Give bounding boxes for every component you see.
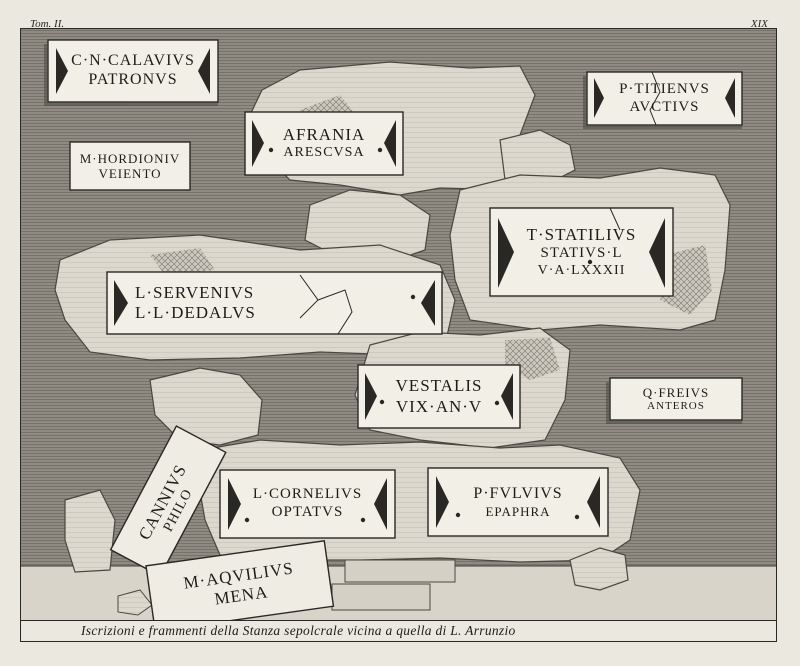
inscription-line: P·FVLVIVS <box>473 484 563 502</box>
inscription-line: C·N·CALAVIVS <box>71 52 195 70</box>
crack-titienus <box>649 71 661 126</box>
tablet-frame-titienus <box>586 71 743 126</box>
inscription-line: ANTEROS <box>647 400 705 413</box>
inscription-line: T·STATILIVS <box>526 224 637 244</box>
plate-number: XIX <box>750 18 768 30</box>
plate-border <box>20 28 777 642</box>
inscription-afrania: AFRANIA ARESCVSA <box>245 112 403 175</box>
inscription-calavius: C·N·CALAVIVS PATRONVS <box>48 40 218 102</box>
inscription-hordionius: M·HORDIONIV VEIENTO <box>70 142 190 190</box>
loose-fragment-3 <box>117 589 153 616</box>
tablet-frame-fulvius <box>427 467 609 537</box>
tablet-frame-cannius <box>109 425 227 577</box>
inscription-line: STATIVS·L <box>540 244 623 261</box>
stone-fragment-center <box>304 189 431 263</box>
tablet-frame-cornelius <box>219 469 396 539</box>
volume-label: Tom. II. <box>30 18 65 30</box>
tablet-frame-freius <box>609 377 743 421</box>
engraved-background <box>21 29 776 620</box>
inscription-line: Q·FREIVS <box>642 384 710 400</box>
inscription-statilius: T·STATILIVS STATIVS·L V·A·LXXXII <box>490 208 673 296</box>
inscription-line: VESTALIS <box>395 376 483 396</box>
crack-servenius <box>299 274 353 335</box>
inscription-line: VEIENTO <box>98 166 162 181</box>
tablet-frame-aquilius <box>145 540 335 620</box>
inscription-vestalis: VESTALIS VIX·AN·V <box>358 365 520 428</box>
inscription-line: P·TITIENVS <box>619 80 710 97</box>
loose-block-1 <box>344 559 456 583</box>
inscription-line: L·L·DEDALVS <box>135 303 256 322</box>
inscription-line: VIX·AN·V <box>395 396 483 416</box>
inscription-line: EPAPHRA <box>485 503 551 519</box>
inscription-line: V·A·LXXXII <box>537 262 626 278</box>
inscription-titienus: P·TITIENVS AVCTIVS <box>587 72 742 125</box>
crack-statilius <box>609 207 621 231</box>
inscription-servenius: L·SERVENIVS L·L·DEDALVS <box>107 272 307 334</box>
inscription-line: ARESCVSA <box>283 145 365 161</box>
tablet-frame-vestalis <box>357 364 521 429</box>
inscription-freius: Q·FREIVS ANTEROS <box>610 378 742 420</box>
inscription-fulvius: P·FVLVIVS EPAPHRA <box>428 468 608 536</box>
plate-caption: Iscrizioni e frammenti della Stanza sepo… <box>21 620 776 641</box>
inscription-line: AFRANIA <box>282 125 366 145</box>
inscription-line: L·SERVENIVS <box>135 282 255 302</box>
stone-fragment-lower-left <box>149 367 263 446</box>
tablet-frame-afrania <box>244 111 404 176</box>
loose-fragment-1 <box>64 489 116 573</box>
tablet-frame-hordionius <box>69 141 191 191</box>
tablet-frame-servenius <box>106 271 443 335</box>
inscription-line: OPTATVS <box>271 504 344 520</box>
inscription-line: L·CORNELIVS <box>252 486 363 503</box>
loose-fragment-2 <box>569 547 629 591</box>
tablet-frame-calavius <box>47 39 219 103</box>
inscription-cornelius: L·CORNELIVS OPTATVS <box>220 470 395 538</box>
exposed-patch-4 <box>150 248 215 275</box>
inscription-line: AVCTIVS <box>629 98 700 115</box>
loose-block-2 <box>331 583 431 611</box>
caption-text: Iscrizioni e frammenti della Stanza sepo… <box>81 623 516 638</box>
inscription-line: PATRONVS <box>88 71 178 88</box>
inscription-line: M·HORDIONIV <box>79 150 181 166</box>
tablet-frame-statilius <box>489 207 674 297</box>
